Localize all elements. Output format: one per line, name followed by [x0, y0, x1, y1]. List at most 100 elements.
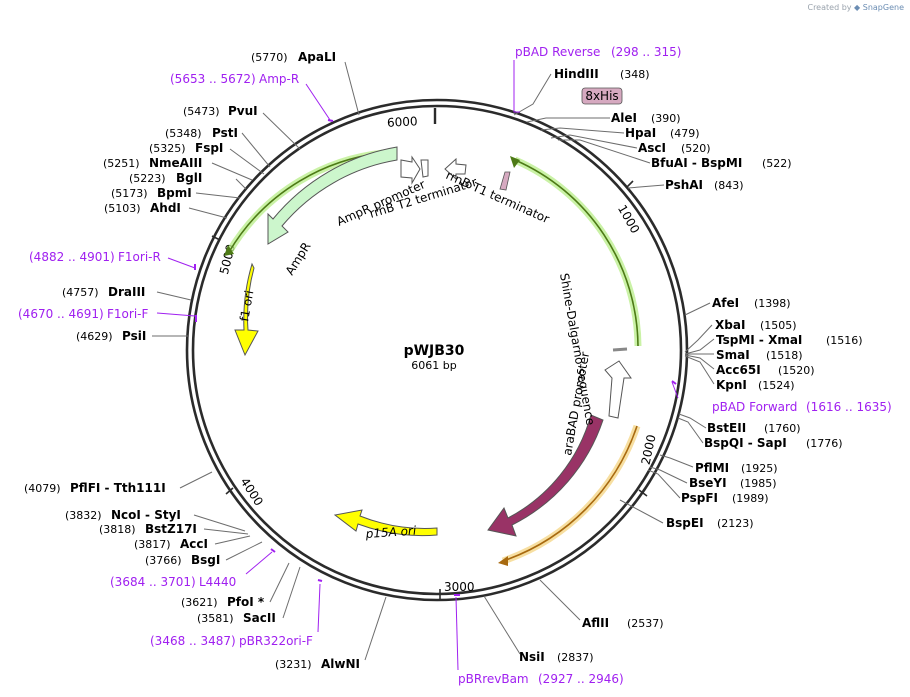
- enzyme-ncoi-pos: (3832): [65, 509, 102, 522]
- enzyme-pfoi[interactable]: (3621)PfoI *: [181, 595, 265, 609]
- arac-arrow[interactable]: [487, 414, 604, 537]
- f1-ori-arrow[interactable]: [234, 262, 259, 357]
- leader-hpai: [540, 127, 625, 134]
- enzyme-xbai[interactable]: XbaI(1505): [715, 318, 797, 332]
- enzyme-asci[interactable]: AscI(520): [638, 141, 711, 155]
- primer-pbad-reverse[interactable]: pBAD Reverse(298 .. 315): [515, 45, 681, 59]
- enzyme-smai[interactable]: SmaI (1518): [716, 348, 803, 362]
- rrnb-t2-terminator-marker[interactable]: [420, 159, 429, 178]
- enzyme-draiii-name: DraIII: [108, 285, 145, 299]
- enzyme-afei[interactable]: AfeI(1398): [712, 296, 791, 310]
- feature-ampr[interactable]: [267, 146, 398, 245]
- leader-bgli: [235, 178, 247, 190]
- leader-nsii: [483, 595, 521, 655]
- enzyme-pshai-pos: (843): [714, 179, 744, 192]
- leader-kpni: [684, 355, 715, 385]
- enzyme-pspfi[interactable]: PspFI(1989): [681, 491, 769, 505]
- enzyme-psti-name: PstI: [212, 126, 238, 140]
- primer-f1ori-r-name: F1ori-R: [118, 250, 161, 264]
- ampr-label: AmpR: [283, 240, 314, 278]
- shine-dalgarno-marker[interactable]: [612, 347, 628, 352]
- enzyme-pspfi-pos: (1989): [732, 492, 769, 505]
- enzyme-alwni-pos: (3231): [275, 658, 312, 671]
- enzyme-acci[interactable]: (3817)AccI: [134, 537, 208, 551]
- leader-fspi: [229, 148, 265, 175]
- primer-f1ori-r[interactable]: (4882 .. 4901)F1ori-R: [29, 250, 161, 264]
- enzyme-hindiii[interactable]: HindIII(348): [554, 67, 650, 81]
- enzyme-bfuai-bspmi[interactable]: BfuAI - BspMI(522): [651, 156, 792, 170]
- enzyme-bstz17i[interactable]: (3818)BstZ17I: [99, 522, 197, 536]
- enzyme-nmeaiii[interactable]: (5251) NmeAIII: [103, 156, 202, 170]
- enzyme-pshai[interactable]: PshAI(843): [665, 178, 744, 192]
- enzyme-bsteii[interactable]: BstEII(1760): [707, 421, 801, 435]
- enzyme-hpai[interactable]: HpaI(479): [625, 126, 700, 140]
- enzyme-nsii[interactable]: NsiI(2837): [519, 650, 594, 664]
- enzyme-acc65i[interactable]: Acc65I(1520): [716, 363, 815, 377]
- enzyme-psii[interactable]: (4629)PsiI: [76, 329, 146, 343]
- leader-pbr322ori-f: [317, 583, 321, 633]
- leader-pfoi: [269, 562, 290, 603]
- primer-pbad-forward[interactable]: pBAD Forward(1616 .. 1635): [712, 400, 892, 414]
- enzyme-apali-pos: (5770): [251, 51, 288, 64]
- enzyme-alwni[interactable]: (3231)AlwNI: [275, 657, 360, 671]
- enzyme-pflmi[interactable]: PflMI(1925): [695, 461, 778, 475]
- enzyme-draiii[interactable]: (4757)DraIII: [62, 285, 145, 299]
- enzyme-pflfi-tth111i[interactable]: (4079)PflFI - Tth111I: [24, 481, 166, 495]
- primer-pbr322ori-f[interactable]: (3468 .. 3487)pBR322ori-F: [150, 634, 313, 648]
- ampr-arrow[interactable]: [267, 146, 398, 245]
- enzyme-bgli[interactable]: (5223)BglI: [129, 171, 202, 185]
- enzyme-pvui[interactable]: (5473)PvuI: [183, 104, 258, 118]
- ampr-promoter-arrow[interactable]: [400, 155, 421, 185]
- enzyme-smai-pos: (1518): [766, 349, 803, 362]
- enzyme-bpmi-pos: (5173): [111, 187, 148, 200]
- enzyme-tspmi-pos: (1516): [826, 334, 863, 347]
- enzyme-bseyi[interactable]: BseYI(1985): [689, 476, 777, 490]
- plasmid-name: pWJB30: [404, 343, 465, 359]
- primer-f1ori-f-name: F1ori-F: [107, 307, 148, 321]
- tick-label-2000: 2000: [639, 433, 659, 466]
- leader-asci: [550, 134, 638, 149]
- enzyme-fspi-pos: (5325): [149, 142, 186, 155]
- primer-f1ori-f[interactable]: (4670 .. 4691)F1ori-F: [18, 307, 148, 321]
- enzyme-smai-name: SmaI: [716, 348, 750, 362]
- enzyme-fspi[interactable]: (5325)FspI: [149, 141, 223, 155]
- primer-pbrrevbam[interactable]: pBRrevBam(2927 .. 2946): [458, 672, 624, 686]
- rrnb-t1-terminator-arrow[interactable]: [444, 157, 467, 181]
- f1-ori-label: f1 ori: [237, 289, 256, 322]
- primer-amp-r[interactable]: (5653 .. 5672)Amp-R: [170, 72, 299, 86]
- enzyme-bspei-name: BspEI: [666, 516, 704, 530]
- enzyme-ahdi[interactable]: (5103)AhdI: [104, 201, 181, 215]
- enzyme-psti[interactable]: (5348)PstI: [165, 126, 238, 140]
- leader-amp-r: [305, 83, 331, 121]
- enzyme-aflii[interactable]: AflII(2537): [582, 616, 664, 630]
- enzyme-pflmi-name: PflMI: [695, 461, 729, 475]
- enzyme-sacii[interactable]: (3581)SacII: [197, 611, 276, 625]
- primer-pbrrevbam-range: (2927 .. 2946): [538, 672, 624, 686]
- enzyme-kpni-pos: (1524): [758, 379, 795, 392]
- enzyme-bspei[interactable]: BspEI(2123): [666, 516, 754, 530]
- primer-l4440[interactable]: (3684 .. 3701)L4440: [110, 575, 236, 589]
- enzyme-bpmi[interactable]: (5173)BpmI: [111, 186, 192, 200]
- enzyme-pvui-pos: (5473): [183, 105, 220, 118]
- leader-f1ori-f: [156, 312, 196, 317]
- orf-arc-arac: [502, 425, 638, 562]
- enzyme-nmeaiii-pos: (5251): [103, 157, 140, 170]
- enzyme-psii-name: PsiI: [122, 329, 146, 343]
- enzyme-bspqi-sapi[interactable]: BspQI - SapI(1776): [704, 436, 843, 450]
- enzyme-alei[interactable]: AleI(390): [611, 111, 681, 125]
- enzyme-tspmi-xmai[interactable]: TspMI - XmaI (1516): [716, 333, 863, 347]
- p15a-ori-arrow[interactable]: [333, 509, 438, 537]
- enzyme-nmeaiii-name: NmeAIII: [149, 156, 202, 170]
- arabad-promoter-arrow[interactable]: [604, 360, 632, 419]
- enzyme-kpni[interactable]: KpnI(1524): [716, 378, 795, 392]
- enzyme-ncoi-styi[interactable]: (3832)NcoI - StyI: [65, 508, 181, 522]
- tick-mark-5000: [211, 235, 221, 241]
- credit-prefix: Created by: [807, 3, 852, 12]
- enzyme-bsgi[interactable]: (3766)BsgI: [145, 553, 220, 567]
- enzyme-tspmi-name: TspMI - XmaI: [716, 333, 802, 347]
- leader-tspmi: [684, 338, 715, 355]
- enzyme-apali[interactable]: (5770)ApaLI: [251, 50, 336, 64]
- primer-pbad-forward-range: (1616 .. 1635): [806, 400, 892, 414]
- his-tag-marker[interactable]: [499, 171, 511, 191]
